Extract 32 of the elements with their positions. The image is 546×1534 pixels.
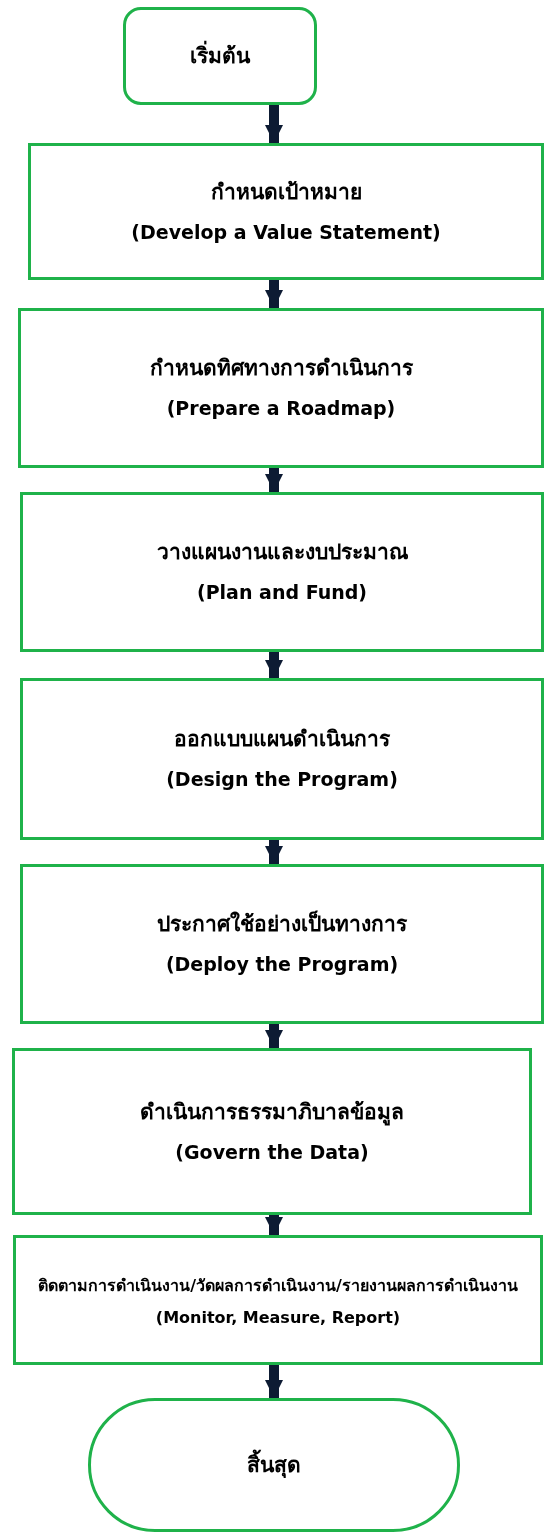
start-terminal bbox=[123, 7, 317, 105]
step-title: กำหนดเป้าหมาย bbox=[210, 178, 362, 206]
process-box bbox=[13, 1235, 543, 1365]
step-subtitle: (Prepare a Roadmap) bbox=[166, 396, 396, 422]
process-box bbox=[20, 678, 544, 840]
arrow bbox=[265, 652, 283, 678]
arrow bbox=[265, 1365, 283, 1398]
process-box bbox=[20, 492, 544, 652]
arrow bbox=[265, 280, 283, 308]
process-box bbox=[20, 864, 544, 1024]
step-subtitle: (Govern the Data) bbox=[175, 1139, 369, 1165]
step-title: ดำเนินการธรรมาภิบาลข้อมูล bbox=[140, 1098, 404, 1126]
step-title: เริ่มต้น bbox=[190, 41, 250, 71]
arrow bbox=[265, 1024, 283, 1048]
arrow bbox=[265, 468, 283, 492]
step-title: กำหนดทิศทางการดำเนินการ bbox=[149, 355, 413, 382]
arrow bbox=[265, 105, 283, 143]
step-title: วางแผนงานและงบประมาณ bbox=[156, 539, 408, 566]
step-title: ประกาศใช้อย่างเป็นทางการ bbox=[157, 910, 407, 938]
process-box bbox=[12, 1048, 532, 1215]
process-box bbox=[18, 308, 544, 468]
arrow bbox=[265, 1215, 283, 1235]
process-box bbox=[28, 143, 544, 280]
step-subtitle: (Plan and Fund) bbox=[197, 580, 367, 606]
step-subtitle: (Monitor, Measure, Report) bbox=[155, 1307, 401, 1329]
arrow bbox=[265, 840, 283, 864]
step-title: ออกแบบแผนดำเนินการ bbox=[174, 726, 390, 753]
step-subtitle: (Design the Program) bbox=[166, 767, 398, 793]
step-title: สิ้นสุด bbox=[247, 1450, 301, 1480]
step-title: ติดตามการดำเนินงาน/วัดผลการดำเนินงาน/รายงานผลการดำเนินงาน bbox=[38, 1275, 518, 1297]
step-subtitle: (Deploy the Program) bbox=[165, 952, 399, 978]
step-subtitle: (Develop a Value Statement) bbox=[131, 219, 441, 245]
